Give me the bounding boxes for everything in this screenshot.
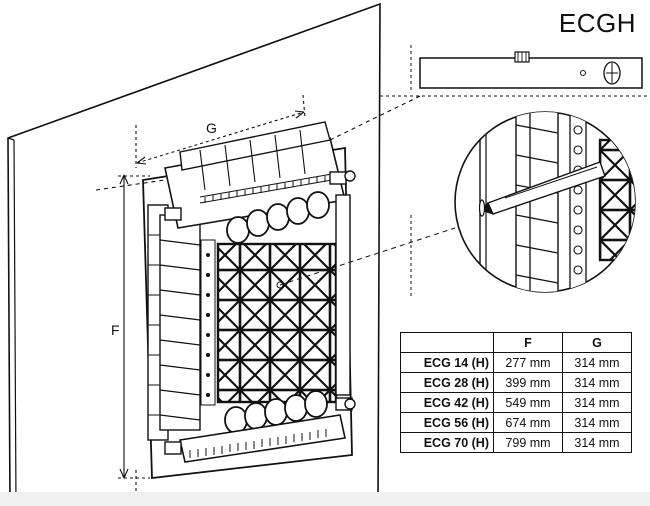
- model-name: ECG 42 (H): [400, 392, 494, 413]
- model-name: ECG 70 (H): [400, 432, 494, 453]
- zoom-marker: [276, 281, 284, 289]
- model-name: ECG 56 (H): [400, 412, 494, 433]
- f-value: 399 mm: [493, 372, 563, 393]
- header-model: [400, 332, 494, 353]
- header-g: G: [562, 332, 632, 353]
- f-value: 277 mm: [493, 352, 563, 373]
- f-value: 799 mm: [493, 432, 563, 453]
- header-f: F: [493, 332, 563, 353]
- dimension-label-f: F: [111, 322, 120, 338]
- bottom-strip: [0, 492, 650, 506]
- dimension-label-g: G: [206, 120, 217, 136]
- f-value: 549 mm: [493, 392, 563, 413]
- g-value: 314 mm: [562, 432, 632, 453]
- table-row: ECG 14 (H) 277 mm 314 mm: [400, 352, 632, 373]
- g-value: 314 mm: [562, 352, 632, 373]
- page-title: ECGH: [558, 8, 636, 38]
- g-value: 314 mm: [562, 372, 632, 393]
- f-value: 674 mm: [493, 412, 563, 433]
- zoom-detail: [454, 111, 636, 293]
- dimensions-table: F G ECG 14 (H) 277 mm 314 mm ECG 28 (H) …: [400, 332, 632, 453]
- table-row: ECG 42 (H) 549 mm 314 mm: [400, 392, 632, 413]
- model-name: ECG 28 (H): [400, 372, 494, 393]
- spirit-level: [380, 45, 650, 298]
- enclosure-box: [142, 121, 356, 480]
- table-header-row: F G: [400, 332, 632, 353]
- table-row: ECG 70 (H) 799 mm 314 mm: [400, 432, 632, 453]
- g-value: 314 mm: [562, 392, 632, 413]
- table-row: ECG 28 (H) 399 mm 314 mm: [400, 372, 632, 393]
- table-row: ECG 56 (H) 674 mm 314 mm: [400, 412, 632, 433]
- g-value: 314 mm: [562, 412, 632, 433]
- zoom-leader: [279, 227, 456, 286]
- model-name: ECG 14 (H): [400, 352, 494, 373]
- dimension-lines: [95, 94, 421, 500]
